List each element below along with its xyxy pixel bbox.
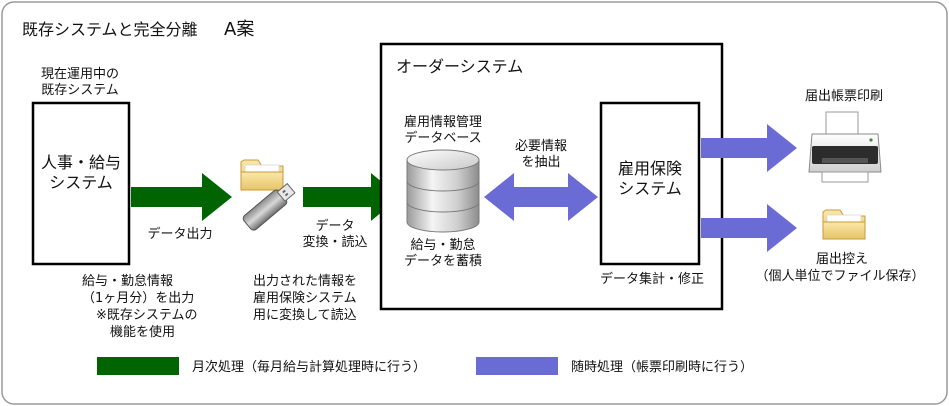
diagram-title: 既存システムと完全分離: [22, 20, 198, 39]
plan-label: A案: [224, 19, 254, 40]
database-label-line-1: 雇用情報管理: [404, 114, 482, 130]
database-label-line-2: データベース: [404, 130, 481, 146]
extract-label-line-1: 必要情報: [515, 139, 567, 154]
folder-icon: [240, 159, 284, 191]
legacy-caption-line-2: 既存システム: [41, 83, 119, 98]
print-form-label: 届出帳票印刷: [805, 89, 883, 104]
conversion-label-line-1: データ: [315, 218, 354, 234]
hr-note-line-2: （1ヶ月分）を出力: [82, 291, 194, 306]
legend-adhoc-swatch: [476, 357, 558, 375]
legacy-caption-line-1: 現在運用中の: [41, 67, 119, 82]
order-system-label: オーダーシステム: [396, 57, 523, 76]
monthly-arrow-usb-to-db: [303, 173, 400, 221]
insurance-system-label-line-1: 雇用保険: [618, 159, 682, 178]
usb-drive-icon: [242, 182, 296, 231]
legend-monthly-label: 月次処理（毎月給与計算処理時に行う）: [192, 359, 426, 375]
printer-icon: [808, 111, 882, 183]
save-form-line-2: （個人単位でファイル保存）: [755, 268, 924, 284]
extract-label-line-2: を抽出: [521, 155, 560, 170]
conversion-note-line-2: 雇用保険システム: [253, 290, 357, 306]
database-icon: [406, 149, 480, 233]
adhoc-arrow-to-folder: [701, 204, 797, 252]
monthly-arrow-hr-to-usb: [131, 173, 232, 221]
aggregate-label: データ集計・修正: [600, 271, 704, 287]
adhoc-arrow-to-printer: [701, 124, 797, 172]
save-form-line-1: 届出控え: [816, 252, 868, 267]
data-output-label: データ出力: [147, 226, 212, 242]
conversion-note-line-3: 用に変換して読込: [253, 307, 357, 323]
conversion-label-line-2: 変換・読込: [302, 234, 367, 250]
db-store-line-2: データを蓄積: [404, 253, 482, 269]
saved-folder-icon: [822, 209, 866, 240]
db-store-line-1: 給与・勤怠: [410, 237, 475, 253]
insurance-system-label-line-2: システム: [618, 179, 682, 198]
hr-system-box: [31, 101, 131, 266]
legend-adhoc-label: 随時処理（帳票印刷時に行う）: [571, 360, 753, 375]
hr-system-label-line-1: 人事・給与: [41, 153, 121, 172]
hr-note-line-3: ※既存システムの: [96, 308, 198, 323]
legend-monthly-swatch: [97, 357, 179, 375]
adhoc-arrow-db-insurance: [484, 173, 598, 221]
conversion-note-line-1: 出力された情報を: [253, 274, 357, 289]
hr-system-label-line-2: システム: [49, 173, 113, 192]
insurance-system-box: [599, 101, 701, 266]
hr-note-line-1: 給与・勤怠情報: [82, 273, 173, 289]
hr-note-line-4: 機能を使用: [110, 324, 175, 340]
